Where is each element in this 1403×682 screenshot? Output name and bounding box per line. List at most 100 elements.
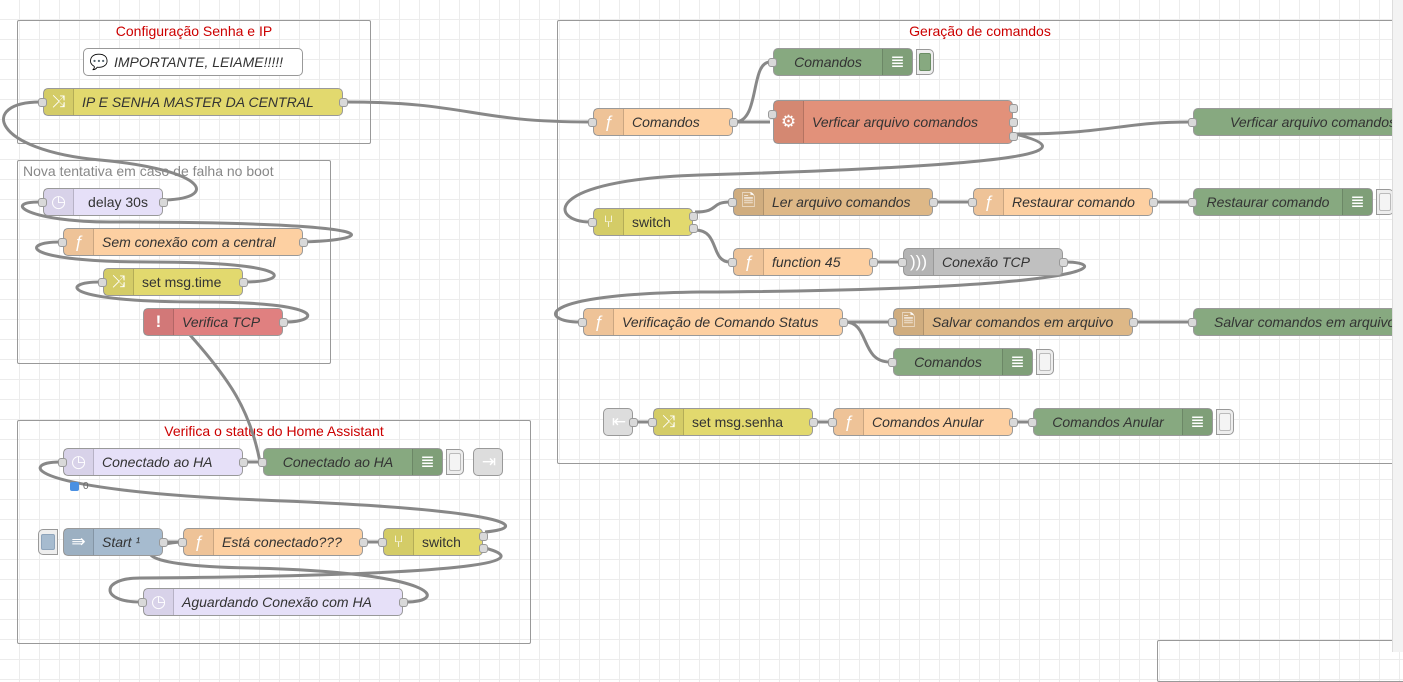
debug-toggle-button[interactable] [1376, 189, 1394, 215]
node-verifica-tcp[interactable]: ! Verifica TCP [143, 308, 288, 336]
node-set-msg-senha[interactable]: ⤨ set msg.senha [648, 408, 818, 436]
output-port-2[interactable] [479, 544, 488, 553]
output-port[interactable] [809, 418, 818, 427]
node-comandos-debug-1[interactable]: Comandos ≣ [768, 48, 934, 76]
input-port[interactable] [1028, 418, 1037, 427]
output-port[interactable] [839, 318, 848, 327]
node-sem-conexao[interactable]: ƒ Sem conexão com a central [58, 228, 308, 256]
input-port[interactable] [1188, 198, 1197, 207]
output-port[interactable] [399, 598, 408, 607]
output-port[interactable] [1009, 418, 1018, 427]
output-port-1[interactable] [689, 212, 698, 221]
node-link-out[interactable]: ⇥ [473, 448, 503, 476]
input-port[interactable] [768, 58, 777, 67]
node-conexao-tcp[interactable]: ))) Conexão TCP [898, 248, 1068, 276]
node-ler-arquivo[interactable]: 🗎 Ler arquivo comandos [728, 188, 938, 216]
node-esta-conectado[interactable]: ƒ Está conectado??? [178, 528, 368, 556]
input-port[interactable] [888, 318, 897, 327]
node-restaurar-debug[interactable]: Restaurar comando ≣ [1188, 188, 1394, 216]
output-port[interactable] [359, 538, 368, 547]
output-port[interactable] [159, 198, 168, 207]
group-config[interactable]: Configuração Senha e IP [17, 20, 371, 144]
node-salvar-debug[interactable]: Salvar comandos em arquivo [1188, 308, 1403, 336]
input-port[interactable] [588, 118, 597, 127]
node-verificar-debug[interactable]: Verficar arquivo comandos [1188, 108, 1403, 136]
node-verificar-exec[interactable]: ⚙ Verficar arquivo comandos [768, 100, 1018, 144]
input-port[interactable] [138, 598, 147, 607]
input-port[interactable] [178, 538, 187, 547]
node-switch-ha[interactable]: ⑂ switch [378, 528, 488, 556]
node-comandos-fn[interactable]: ƒ Comandos [588, 108, 738, 136]
output-port[interactable] [929, 198, 938, 207]
node-label: Comandos [632, 114, 700, 130]
node-link-in[interactable]: ⇤ [603, 408, 638, 436]
output-port[interactable] [239, 278, 248, 287]
node-comandos-debug-2[interactable]: Comandos ≣ [888, 348, 1054, 376]
input-port[interactable] [378, 538, 387, 547]
input-port[interactable] [38, 98, 47, 107]
input-port[interactable] [728, 198, 737, 207]
node-verificacao-status[interactable]: ƒ Verificação de Comando Status [578, 308, 848, 336]
debug-toggle-button[interactable] [1036, 349, 1054, 375]
node-set-msg-time[interactable]: ⤨ set msg.time [98, 268, 248, 296]
output-port-2[interactable] [1009, 118, 1018, 127]
output-port[interactable] [159, 538, 168, 547]
output-port[interactable] [239, 458, 248, 467]
input-port[interactable] [38, 198, 47, 207]
output-port-2[interactable] [689, 224, 698, 233]
output-port-1[interactable] [1009, 104, 1018, 113]
input-port[interactable] [888, 358, 897, 367]
output-port[interactable] [729, 118, 738, 127]
input-port[interactable] [768, 110, 777, 119]
node-ip-senha[interactable]: ⤨ IP E SENHA MASTER DA CENTRAL [38, 88, 348, 116]
node-comandos-anular-fn[interactable]: ƒ Comandos Anular [828, 408, 1018, 436]
output-port[interactable] [1129, 318, 1138, 327]
node-label: Conectado ao HA [282, 454, 394, 470]
output-port-3[interactable] [1009, 132, 1018, 141]
input-port[interactable] [648, 418, 657, 427]
input-port[interactable] [58, 458, 67, 467]
node-switch-cmd[interactable]: ⑂ switch [588, 208, 698, 236]
node-restaurar-fn[interactable]: ƒ Restaurar comando [968, 188, 1158, 216]
link-in-icon: ⇤ [611, 412, 627, 431]
node-function-45[interactable]: ƒ function 45 [728, 248, 878, 276]
input-port[interactable] [578, 318, 587, 327]
output-port[interactable] [279, 318, 288, 327]
node-salvar-file[interactable]: 🗎 Salvar comandos em arquivo [888, 308, 1138, 336]
input-port[interactable] [728, 258, 737, 267]
timer-icon: ◷ [64, 449, 94, 475]
input-port[interactable] [828, 418, 837, 427]
node-conectado-debug[interactable]: Conectado ao HA ≣ [258, 448, 464, 476]
output-port[interactable] [1059, 258, 1068, 267]
node-aguardando[interactable]: ◷ Aguardando Conexão com HA [138, 588, 408, 616]
input-port[interactable] [968, 198, 977, 207]
group-partial [1157, 640, 1403, 682]
inject-button[interactable] [38, 529, 58, 555]
switch-icon: ⑂ [384, 529, 414, 555]
input-port[interactable] [58, 238, 67, 247]
comment-node[interactable]: 💬 IMPORTANTE, LEIAME!!!!! [83, 48, 303, 76]
debug-toggle-button[interactable] [916, 49, 934, 75]
node-label: Salvar comandos em arquivo [1214, 314, 1396, 330]
output-port-1[interactable] [479, 532, 488, 541]
input-port[interactable] [1188, 118, 1197, 127]
input-port[interactable] [98, 278, 107, 287]
node-delay-30s[interactable]: ◷ delay 30s [38, 188, 168, 216]
vertical-scrollbar[interactable] [1392, 0, 1403, 652]
output-port[interactable] [299, 238, 308, 247]
debug-toggle-button[interactable] [1216, 409, 1234, 435]
input-port[interactable] [258, 458, 267, 467]
node-conectado-trigger[interactable]: ◷ Conectado ao HA [58, 448, 248, 476]
node-label: IP E SENHA MASTER DA CENTRAL [82, 94, 314, 110]
output-port[interactable] [339, 98, 348, 107]
debug-toggle-button[interactable] [446, 449, 464, 475]
output-port[interactable] [629, 418, 638, 427]
input-port[interactable] [588, 218, 597, 227]
group-commands[interactable]: Geração de comandos [557, 20, 1403, 464]
node-comandos-anular-debug[interactable]: Comandos Anular ≣ [1028, 408, 1234, 436]
output-port[interactable] [1149, 198, 1158, 207]
node-start[interactable]: ⇛ Start ¹ [38, 528, 168, 556]
output-port[interactable] [869, 258, 878, 267]
input-port[interactable] [1188, 318, 1197, 327]
input-port[interactable] [898, 258, 907, 267]
